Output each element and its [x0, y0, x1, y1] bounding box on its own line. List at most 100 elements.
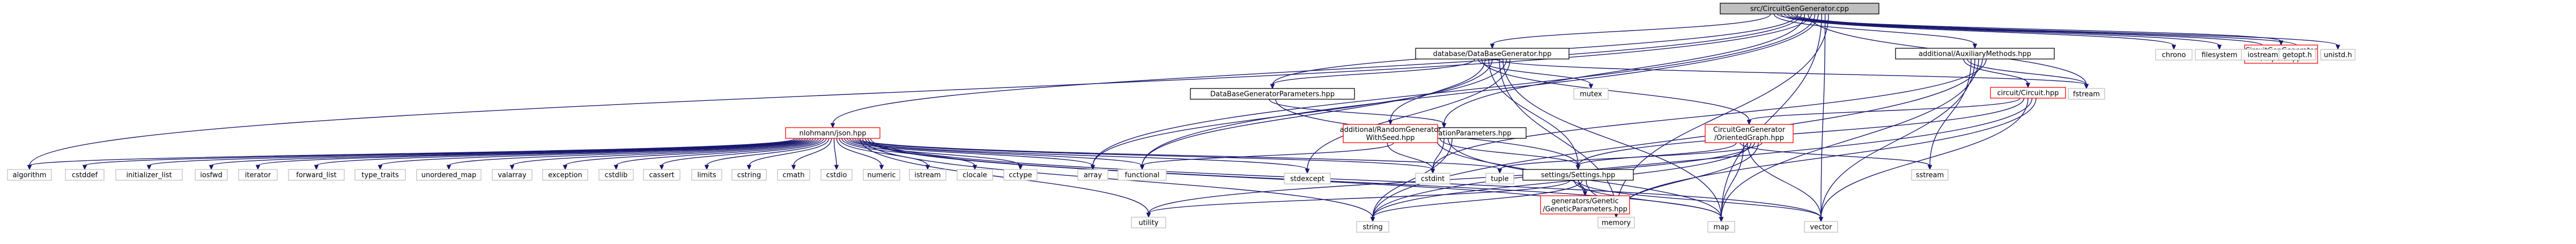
arrowhead-json-to-cstdio — [834, 165, 839, 171]
edge-genparams-to-geneticparams — [1435, 138, 1586, 193]
node-mutex: mutex — [1573, 88, 1609, 100]
node-cctype: cctype — [1003, 169, 1038, 181]
node-cstdlib: cstdlib — [598, 169, 634, 181]
node-box-unordered_map — [416, 169, 482, 181]
node-layer: src/CircuitGenGenerator.cpp database/Data… — [7, 3, 2356, 233]
edge-root-to-iostream — [1787, 13, 2263, 46]
node-cstdio: cstdio — [820, 169, 853, 181]
node-unordered_map: unordered_map — [416, 169, 482, 181]
arrowhead-json-to-type_traits — [377, 165, 383, 171]
arrowhead-json-to-initializer_list — [146, 165, 152, 171]
arrowhead-root-to-unistd — [2335, 45, 2341, 50]
arrowhead-json-to-cctype — [1018, 165, 1023, 171]
edge-json-to-cstdint — [854, 138, 1433, 170]
node-box-cstdint — [1415, 173, 1450, 184]
edge-genparams-to-string — [1372, 138, 1453, 218]
node-label-fstream: fstream — [2073, 91, 2100, 99]
edge-json-to-type_traits — [380, 138, 811, 166]
node-json[interactable]: nlohmann/json.hpp — [785, 127, 880, 139]
node-aux[interactable]: additional/AuxiliaryMethods.hpp — [1895, 48, 2055, 60]
edge-aux-to-string — [1372, 58, 1983, 218]
edge-root-to-json — [832, 13, 1802, 124]
edge-genparams-to-cstdint — [1432, 138, 1445, 170]
edge-dbgen-to-settings — [1488, 58, 1579, 166]
node-label-settings: settings/Settings.hpp — [1541, 172, 1615, 180]
edge-root-to-getopt — [1790, 13, 2298, 46]
node-box-cstddef — [65, 169, 105, 181]
node-box-geneticparams — [1540, 195, 1630, 215]
node-label-array: array — [1084, 172, 1102, 180]
node-chrono: chrono — [2155, 49, 2193, 61]
edge-root-to-array — [1092, 13, 1816, 166]
node-cmath: cmath — [777, 169, 810, 181]
edge-circuit-to-memory — [1616, 98, 2037, 214]
node-initializer_list: initializer_list — [115, 169, 183, 181]
node-fstream: fstream — [2068, 88, 2105, 100]
node-dbparams[interactable]: DataBaseGeneratorParameters.hpp — [1190, 88, 1355, 100]
node-label-randgen-line-0: additional/RandomGenerator — [1340, 126, 1441, 134]
arrowhead-root-to-chrono — [2171, 45, 2177, 50]
node-cstring: cstring — [731, 169, 767, 181]
node-cstdint: cstdint — [1415, 173, 1450, 184]
arrowhead-dbparams-to-genparams — [1441, 123, 1447, 129]
node-numeric: numeric — [863, 169, 900, 181]
node-label-cmath: cmath — [782, 172, 804, 180]
node-box-aux — [1895, 48, 2055, 60]
node-box-type_traits — [354, 169, 406, 181]
node-label-sstream: sstream — [1916, 172, 1944, 180]
node-circuit[interactable]: circuit/Circuit.hpp — [1990, 87, 2066, 99]
node-label-filesystem: filesystem — [2202, 51, 2238, 60]
edge-dbgen-to-fstream — [1495, 58, 2087, 85]
node-cstddef: cstddef — [65, 169, 105, 181]
edge-aux-to-cstdint — [1432, 58, 1987, 170]
node-label-functional: functional — [1125, 172, 1160, 180]
arrowhead-root-to-dbgen — [1490, 43, 1495, 49]
arrowhead-json-to-tuple — [1497, 168, 1502, 174]
node-box-limits — [691, 169, 722, 181]
node-box-exception — [542, 169, 588, 181]
edge-json-to-istream — [839, 138, 928, 166]
node-istream: istream — [909, 169, 946, 181]
node-orgraph[interactable]: CircuitGenGenerator/OrientedGraph.hpp — [1705, 124, 1794, 143]
arrowhead-json-to-vector — [1818, 217, 1824, 223]
node-label-chrono: chrono — [2162, 51, 2186, 60]
arrowhead-json-to-limits — [704, 165, 709, 171]
node-label-initializer_list: initializer_list — [126, 172, 172, 180]
edge-root-to-aux — [1773, 13, 1975, 45]
edge-randgen-to-cstdint — [1387, 142, 1433, 170]
node-label-numeric: numeric — [867, 172, 895, 180]
node-filesystem: filesystem — [2195, 49, 2244, 61]
node-label-utility: utility — [1139, 219, 1159, 227]
node-box-cstdlib — [598, 169, 634, 181]
node-geneticparams[interactable]: generators/Genetic/GeneticParameters.hpp — [1540, 195, 1630, 215]
node-label-cctype: cctype — [1009, 172, 1032, 180]
edge-json-to-vector — [870, 138, 1822, 218]
node-unistd: unistd.h — [2320, 49, 2356, 61]
edge-root-to-algorithm — [29, 13, 1812, 166]
node-root[interactable]: src/CircuitGenGenerator.cpp — [1720, 3, 1879, 14]
node-dbgen[interactable]: database/DataBaseGenerator.hpp — [1415, 48, 1570, 60]
node-box-sstream — [1911, 169, 1949, 181]
edge-randgen-to-functional — [1142, 142, 1394, 166]
arrowhead-json-to-iterator — [255, 165, 261, 171]
edge-root-to-memory — [1616, 13, 1829, 214]
edge-json-to-cstddef — [84, 138, 798, 166]
edge-orgraph-to-string — [1372, 142, 1752, 218]
arrowhead-json-to-numeric — [879, 165, 884, 171]
node-label-cstdint: cstdint — [1421, 175, 1445, 183]
node-type_traits: type_traits — [354, 169, 406, 181]
node-label-mutex: mutex — [1580, 91, 1602, 99]
edge-root-to-dbgen — [1492, 13, 1771, 45]
node-box-memory — [1597, 217, 1635, 228]
node-limits: limits — [691, 169, 722, 181]
arrowhead-root-to-aux — [1972, 43, 1978, 49]
node-array: array — [1077, 169, 1108, 181]
node-label-dbgen: database/DataBaseGenerator.hpp — [1433, 50, 1551, 58]
node-box-valarray — [492, 169, 532, 181]
node-sstream: sstream — [1911, 169, 1949, 181]
node-box-utility — [1131, 217, 1166, 228]
node-settings[interactable]: settings/Settings.hpp — [1522, 169, 1634, 181]
node-label-iterator: iterator — [245, 172, 271, 180]
node-label-forward_list: forward_list — [296, 172, 336, 180]
